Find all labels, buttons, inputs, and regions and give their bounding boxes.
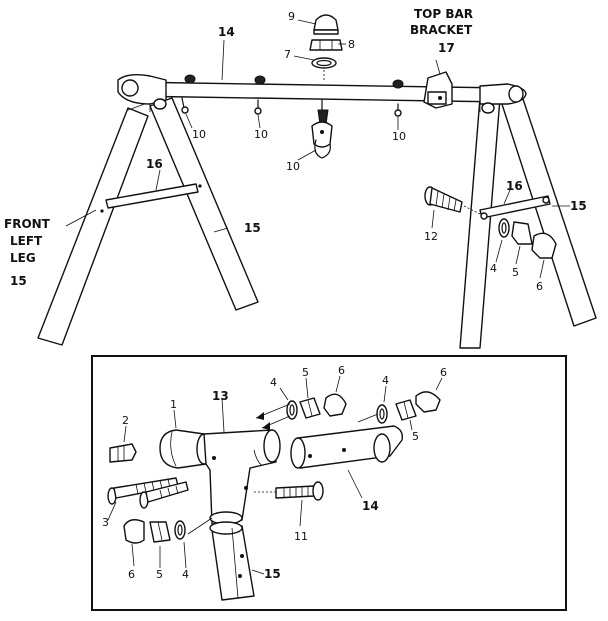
label-17: 17 <box>438 41 455 55</box>
bolts-3 <box>107 477 189 509</box>
right-hardware-stack <box>498 218 557 259</box>
label-14-detail: 14 <box>362 499 379 513</box>
label-7: 7 <box>284 48 291 61</box>
assembled-frame <box>37 14 597 349</box>
hardware-set-upper-left <box>286 393 347 420</box>
label-2: 2 <box>122 414 129 427</box>
assembly-arrows <box>187 403 379 535</box>
label-4-detail-c: 4 <box>182 568 189 581</box>
label-15-left-rear: 15 <box>244 221 261 235</box>
hex-nut-5 <box>511 221 533 245</box>
hex-nut-8 <box>309 39 343 51</box>
right-front-leg <box>459 97 501 349</box>
label-5-detail-b: 5 <box>412 430 419 443</box>
label-4-right: 4 <box>490 262 497 275</box>
label-3: 3 <box>102 516 109 529</box>
label-1: 1 <box>170 398 177 411</box>
label-10-c: 10 <box>392 130 406 143</box>
left-a-frame <box>37 97 259 346</box>
label-15-front-left: 15 <box>10 274 27 288</box>
label-8: 8 <box>348 38 355 51</box>
label-11: 11 <box>294 530 308 543</box>
label-16-left: 16 <box>146 157 163 171</box>
label-15-detail: 15 <box>264 567 281 581</box>
label-13: 13 <box>212 389 229 403</box>
label-front-left-line3: LEG <box>10 251 36 265</box>
detail-inset <box>91 355 567 611</box>
pin-2 <box>109 443 137 463</box>
label-15-right: 15 <box>570 199 587 213</box>
front-left-leg <box>37 107 149 346</box>
label-5-detail-a: 5 <box>302 366 309 379</box>
end-cap-1 <box>159 429 212 469</box>
leg-tube-15 <box>209 521 255 601</box>
label-16-right: 16 <box>506 179 523 193</box>
label-5-right: 5 <box>512 266 519 279</box>
label-6-right: 6 <box>536 280 543 293</box>
label-12: 12 <box>424 230 438 243</box>
washer-7 <box>311 57 337 69</box>
label-front-left-line2: LEFT <box>10 234 43 248</box>
top-bar-tube-14 <box>290 425 404 469</box>
washer-4 <box>498 218 510 238</box>
label-14-top: 14 <box>218 25 235 39</box>
label-4-detail-b: 4 <box>382 374 389 387</box>
label-front-left-line1: FRONT <box>4 217 51 231</box>
hardware-set-upper-right <box>376 391 441 424</box>
top-hardware-stack <box>309 14 343 80</box>
label-6-detail-c: 6 <box>128 568 135 581</box>
leader-lines-top <box>65 19 570 279</box>
hardware-set-lower <box>123 519 186 544</box>
label-10-d: 10 <box>286 160 300 173</box>
label-top-bar-line1: TOP BAR <box>414 7 473 21</box>
cap-nut-6 <box>531 232 557 259</box>
bolt-12 <box>424 186 481 215</box>
left-brace <box>105 183 199 209</box>
swing-hanger <box>311 99 333 159</box>
label-top-bar-line2: BRACKET <box>410 23 473 37</box>
label-6-detail-a: 6 <box>338 364 345 377</box>
label-4-detail-a: 4 <box>270 376 277 389</box>
bolt-11 <box>254 481 324 501</box>
corner-bracket-13 <box>203 429 281 525</box>
label-10-b: 10 <box>254 128 268 141</box>
label-10-a: 10 <box>192 128 206 141</box>
right-a-frame <box>459 95 597 349</box>
label-9: 9 <box>288 10 295 23</box>
label-6-detail-b: 6 <box>440 366 447 379</box>
leader-lines-detail <box>107 375 443 575</box>
top-bar <box>117 71 527 117</box>
label-5-detail-c: 5 <box>156 568 163 581</box>
part-labels: TOP BAR BRACKET 17 14 9 8 7 10 10 10 10 … <box>4 7 587 581</box>
cap-nut-9 <box>313 14 339 31</box>
